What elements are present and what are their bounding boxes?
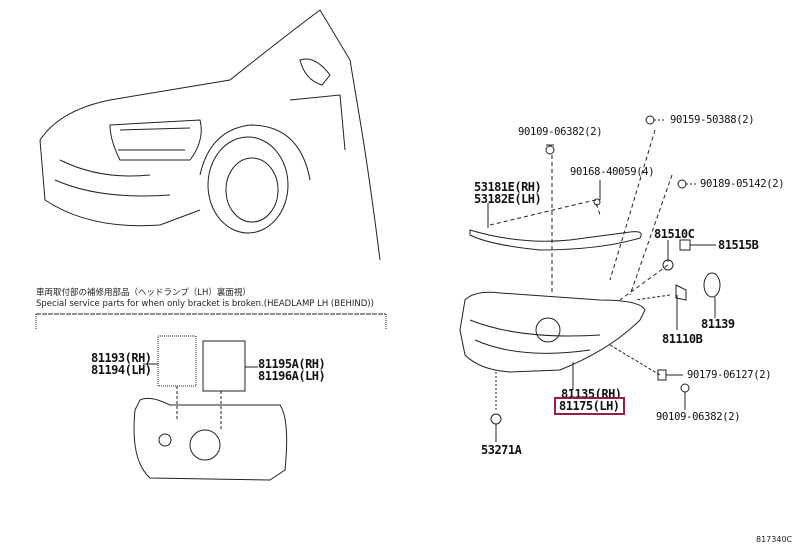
part-label[interactable]: 90179-06127(2): [687, 369, 772, 381]
part-label[interactable]: 81194(LH): [91, 363, 152, 377]
part-label[interactable]: 90159-50388(2): [670, 114, 755, 126]
note-japanese: 車両取付部の補修用部品（ヘッドランプ（LH）裏面視）: [36, 288, 251, 298]
part-label[interactable]: 90189-05142(2): [700, 178, 785, 190]
part-label[interactable]: 81515B: [718, 238, 759, 252]
part-label[interactable]: 90168-40059(4): [570, 166, 655, 178]
part-label[interactable]: 81110B: [662, 332, 703, 346]
highlighted-part-label[interactable]: 81175(LH): [554, 397, 625, 415]
part-label[interactable]: 90109-06382(2): [656, 411, 741, 423]
diagram-code: 817340C: [756, 535, 793, 544]
part-label[interactable]: 81510C: [654, 227, 695, 241]
car-illustration: [39, 9, 381, 261]
part-label[interactable]: 53181E(RH): [474, 180, 542, 194]
note-english: Special service parts for when only brac…: [36, 299, 374, 309]
part-label[interactable]: 53271A: [481, 443, 522, 457]
part-label[interactable]: 81195A(RH): [258, 357, 326, 371]
part-label[interactable]: 81193(RH): [91, 351, 152, 365]
part-label[interactable]: 53182E(LH): [474, 192, 542, 206]
part-label[interactable]: 90109-06382(2): [518, 126, 603, 138]
part-label[interactable]: 81196A(LH): [258, 369, 326, 383]
part-label[interactable]: 81139: [701, 317, 735, 331]
